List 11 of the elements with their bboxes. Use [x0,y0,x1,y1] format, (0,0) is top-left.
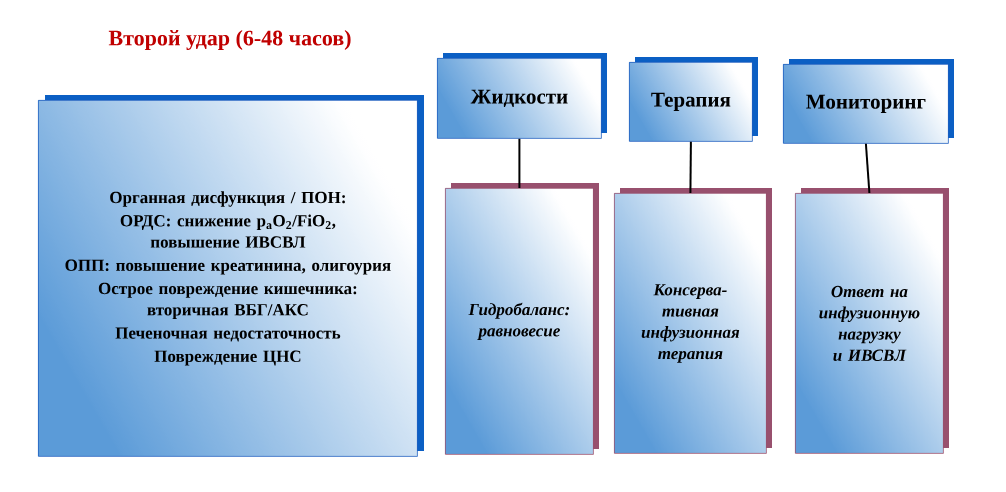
connector-line [518,137,521,189]
heading-box: Терапия [629,57,758,142]
connector-line [864,142,871,194]
card: Ответ на инфузионную нагрузку и ИВСВЛ [795,188,949,454]
heading-box: Мониторинг [783,59,954,144]
card: Гидробаланс: равновесие [445,183,599,455]
title: Второй удар (6-48 часов) [108,30,351,50]
heading-box: Жидкости [437,53,607,139]
card: Консерва-тивная инфузионная терапия [614,188,772,454]
text-panel: Органная дисфункция / ПОН: ОРДС: снижение p$_{a}$O$_{2}$/FiO$_{2}$, повышение ИВСВЛ ОПП: повышение креатинина, олигоурия Острое повреждение кишечника: вторичная ВБГ/АКС Печеночная недостаточность Повреждение ЦНС [38,95,424,457]
connector-line [689,140,692,194]
